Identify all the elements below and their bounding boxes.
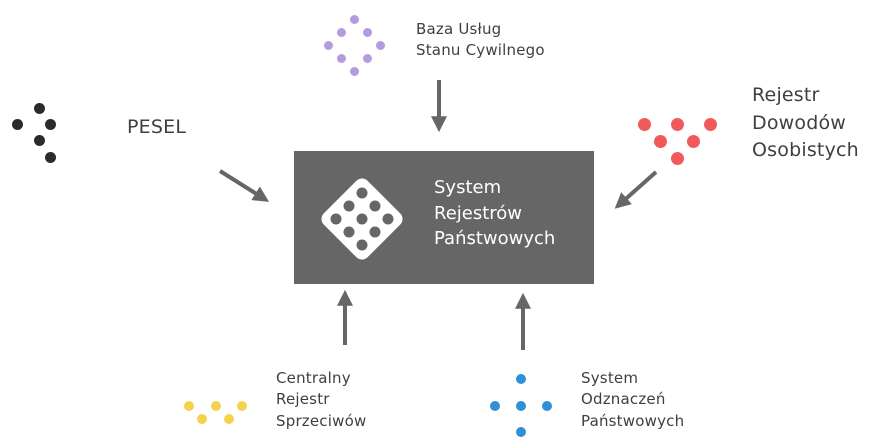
pesel-label: PESEL (127, 116, 187, 138)
busc-dot (350, 15, 359, 24)
szp-label: System Odznaczeń Państwowych (581, 369, 685, 430)
arrow-pesel-to-center (218, 169, 270, 202)
crs-dot (184, 401, 194, 411)
szp-dot (516, 374, 526, 384)
rdo-label: Rejestr Dowodów Osobistych (752, 84, 859, 162)
rdo-dot (671, 152, 684, 165)
rdo-dot (671, 118, 684, 131)
busc-dot (337, 28, 346, 37)
busc-dot (363, 28, 372, 37)
crs-label: Centralny Rejestr Sprzeciwów (276, 369, 367, 430)
busc-dot (376, 41, 385, 50)
busc-dot (324, 41, 333, 50)
rdo-dot (687, 135, 700, 148)
pesel-dot (45, 119, 56, 130)
crs-dot (237, 401, 247, 411)
szp-dot (516, 401, 526, 411)
pesel-dot (34, 103, 45, 114)
crs-dots-icon (184, 401, 248, 425)
crs-dot (197, 414, 207, 424)
pesel-dot (45, 152, 56, 163)
rdo-dot (704, 118, 717, 131)
crs-dot (224, 414, 234, 424)
rdo-dot (654, 135, 667, 148)
system-rejestrow-panstwowych-box: System Rejestrów Państwowych (294, 151, 594, 284)
diamond-dots-logo-icon (321, 178, 403, 260)
rdo-dot (638, 118, 651, 131)
szp-dot (542, 401, 552, 411)
busc-dot (350, 67, 359, 76)
szp-dots-icon (490, 374, 552, 437)
center-title: System Rejestrów Państwowych (434, 177, 556, 250)
pesel-dots-icon (12, 103, 62, 163)
crs-dot (211, 401, 221, 411)
busc-dot (337, 54, 346, 63)
pesel-dot (12, 119, 23, 130)
rdo-dots-icon (638, 118, 718, 166)
pesel-dot (34, 135, 45, 146)
busc-dot (363, 54, 372, 63)
szp-dot (516, 427, 526, 437)
busc-dots-icon (322, 15, 385, 77)
busc-label: Baza Usług Stanu Cywilnego (416, 20, 545, 60)
szp-dot (490, 401, 500, 411)
arrow-rdo-to-center (614, 170, 658, 209)
